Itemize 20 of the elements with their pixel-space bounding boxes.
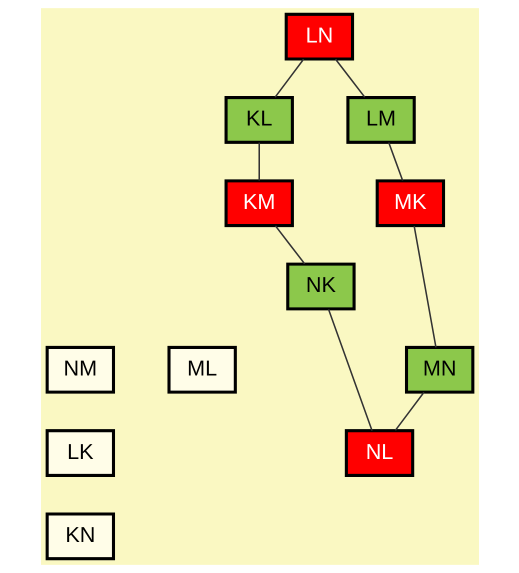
node-box: MN <box>404 346 474 394</box>
node-box: MK <box>375 179 445 228</box>
node-box: LK <box>45 429 115 477</box>
connector <box>327 309 372 431</box>
node-box: NK <box>286 262 356 310</box>
connector <box>258 142 260 180</box>
node-box: KL <box>224 96 294 144</box>
node-box: NM <box>45 346 115 394</box>
connector <box>388 142 403 181</box>
connector <box>334 58 365 98</box>
connector <box>274 225 305 264</box>
node-box: KN <box>45 512 115 560</box>
node-box: ML <box>166 346 236 394</box>
node-box: LN <box>284 12 354 61</box>
node-box: KM <box>224 179 294 228</box>
connector <box>412 226 436 348</box>
node-box: LM <box>346 96 416 144</box>
connector <box>394 392 424 431</box>
connector <box>274 58 304 98</box>
node-box: NL <box>344 429 414 477</box>
